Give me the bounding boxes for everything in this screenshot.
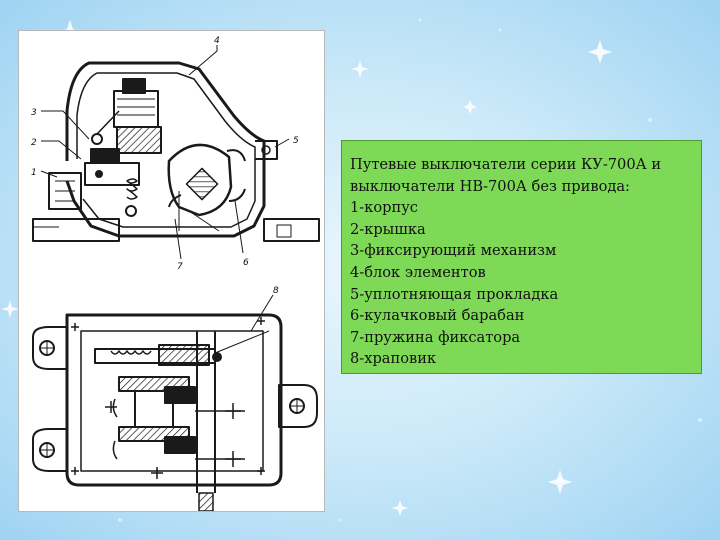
- callout-2: 2: [31, 138, 37, 148]
- caption-item-1: 1-корпус: [350, 199, 418, 217]
- caption-item-5: 5-уплотняющая прокладка: [350, 285, 559, 303]
- callout-6: 6: [243, 258, 249, 268]
- sparkle-icon: [588, 40, 612, 64]
- sparkle-icon: [463, 100, 477, 114]
- caption-title-line-2: выключатели НВ-700А без привода:: [350, 177, 630, 195]
- callout-1: 1: [31, 168, 37, 178]
- callout-3: 3: [31, 108, 37, 118]
- sparkle-icon: [1, 300, 19, 318]
- caption-item-2: 2-крышка: [350, 220, 426, 238]
- callout-4: 4: [214, 36, 220, 46]
- plan-view: [32, 294, 318, 511]
- technical-drawing-panel: 4 3 2 1 5 6 7 8: [18, 30, 325, 512]
- sparkle-icon: [351, 60, 369, 78]
- callout-5: 5: [293, 136, 299, 146]
- caption-item-6: 6-кулачковый барабан: [350, 307, 525, 325]
- caption-item-3: 3-фиксирующий механизм: [350, 242, 557, 260]
- callout-7: 7: [177, 262, 183, 272]
- caption-title-line-1: Путевые выключатели серии КУ-700А и: [350, 156, 662, 173]
- switch-drawing: 4 3 2 1 5 6 7 8: [31, 36, 320, 511]
- sparkle-icon: [548, 470, 572, 494]
- caption-box: Путевые выключатели серии КУ-700А и выкл…: [341, 140, 702, 374]
- section-view: [32, 45, 320, 260]
- caption-item-7: 7-пружина фиксатора: [350, 328, 521, 346]
- sparkle-icon: [392, 500, 408, 516]
- caption-item-4: 4-блок элементов: [350, 263, 486, 281]
- caption-item-8: 8-храповик: [350, 350, 437, 368]
- callout-8: 8: [273, 286, 279, 296]
